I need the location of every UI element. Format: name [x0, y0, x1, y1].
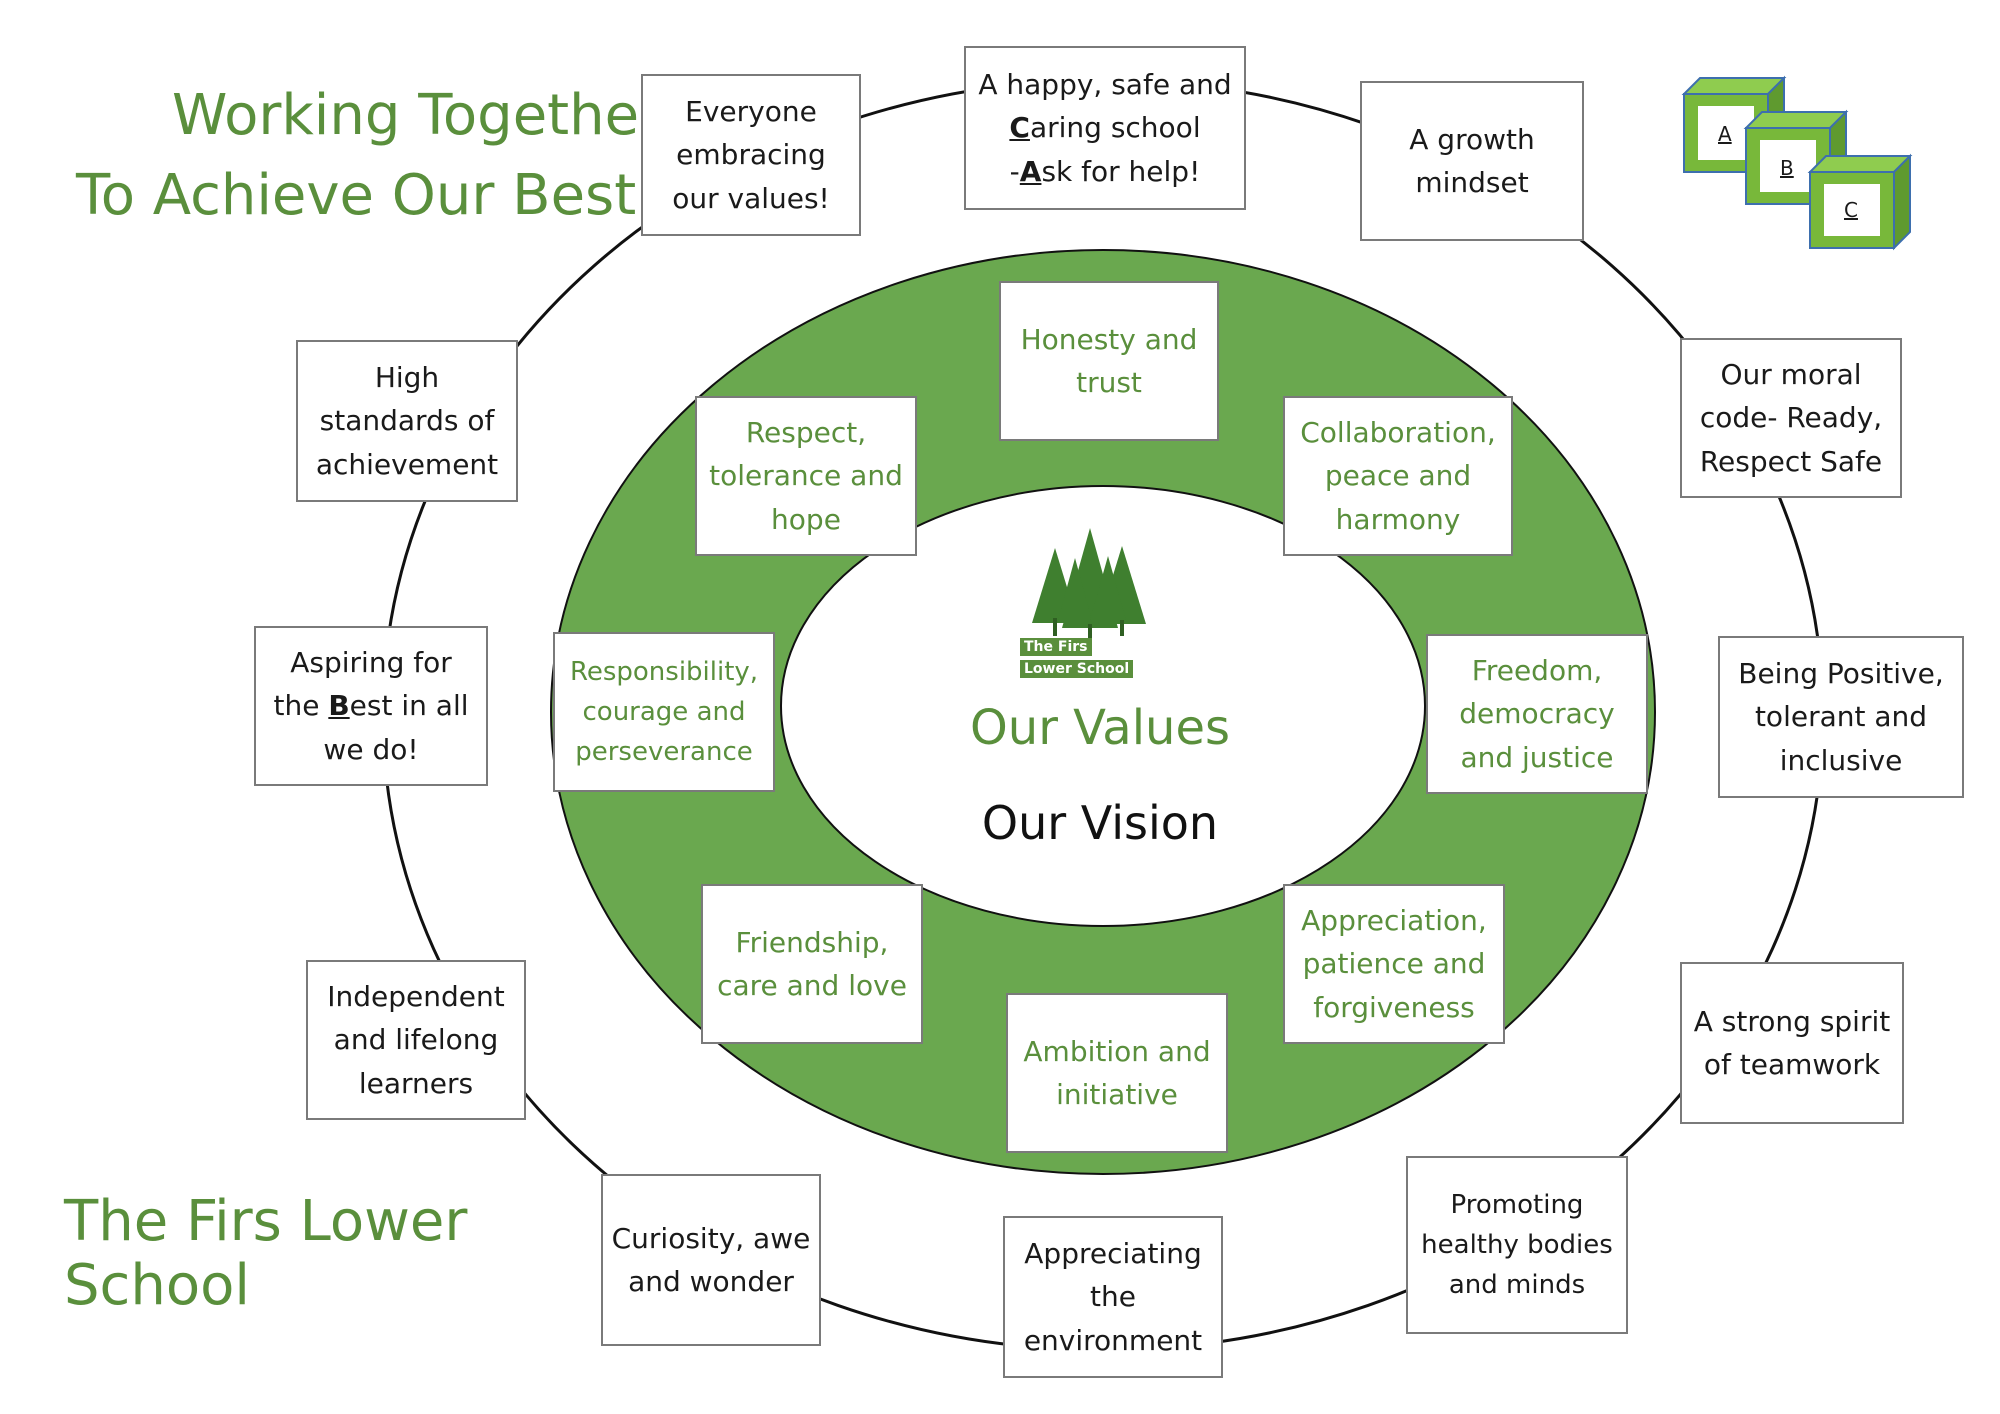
value-box-responsibility: Responsibility, courage and perseverance: [553, 632, 775, 792]
vision-text-moral-code: Our moral code- Ready, Respect Safe: [1699, 357, 1883, 478]
vision-box-environment: Appreciating the environment: [1003, 1216, 1223, 1378]
happy-line-3: sk for help!: [1041, 154, 1201, 188]
vision-box-everyone: Everyone embracing our values!: [641, 74, 861, 236]
vision-text-happy-safe: A happy, safe and Caring school -Ask for…: [978, 63, 1231, 193]
school-name: The Firs Lower School: [64, 1189, 468, 1319]
value-box-friendship: Friendship, care and love: [701, 884, 923, 1044]
centre-values-label: Our Values: [969, 700, 1230, 756]
happy-dash: -: [1009, 154, 1020, 188]
value-box-collaboration: Collaboration, peace and harmony: [1283, 396, 1513, 556]
trees-icon: [1032, 528, 1146, 638]
value-box-freedom: Freedom, democracy and justice: [1426, 634, 1648, 794]
value-text-collaboration: Collaboration, peace and harmony: [1300, 415, 1496, 536]
value-box-ambition: Ambition and initiative: [1006, 993, 1228, 1153]
abc-cubes-icon: [1681, 75, 1913, 251]
value-text-freedom: Freedom, democracy and justice: [1459, 653, 1615, 774]
value-text-responsibility: Responsibility, courage and perseverance: [569, 656, 759, 768]
vision-box-aspiring: Aspiring for the Best in all we do!: [254, 626, 488, 786]
value-text-respect: Respect, tolerance and hope: [709, 415, 903, 536]
vision-text-environment: Appreciating the environment: [1023, 1236, 1203, 1357]
inner-white-ellipse: [780, 485, 1426, 927]
headline-line-1: Working Together: [172, 83, 663, 148]
cube-label-b: B: [1780, 156, 1794, 180]
vision-text-curiosity: Curiosity, awe and wonder: [611, 1221, 811, 1298]
vision-box-teamwork: A strong spirit of teamwork: [1680, 962, 1904, 1124]
value-box-appreciation: Appreciation, patience and forgiveness: [1283, 884, 1505, 1044]
vision-box-positive: Being Positive, tolerant and inclusive: [1718, 636, 1964, 798]
value-text-ambition: Ambition and initiative: [1023, 1034, 1211, 1111]
vision-box-happy-safe: A happy, safe and Caring school -Ask for…: [964, 46, 1246, 210]
value-box-respect: Respect, tolerance and hope: [695, 396, 917, 556]
happy-line-2: aring school: [1029, 111, 1201, 145]
aspiring-part-2: est in all we do!: [323, 689, 469, 766]
cube-label-c: C: [1844, 198, 1858, 222]
centre-vision-label: Our Vision: [981, 796, 1219, 850]
vision-box-high-standards: High standards of achievement: [296, 340, 518, 502]
cube-c: [1807, 153, 1913, 251]
logo-text-line-2: Lower School: [1020, 660, 1134, 678]
vision-text-teamwork: A strong spirit of teamwork: [1693, 1004, 1891, 1081]
vision-text-independent: Independent and lifelong learners: [327, 979, 505, 1100]
happy-line-1: A happy, safe and: [978, 67, 1232, 101]
value-box-honesty: Honesty and trust: [999, 281, 1219, 441]
happy-letter-a: A: [1019, 154, 1042, 188]
vision-box-moral-code: Our moral code- Ready, Respect Safe: [1680, 338, 1902, 498]
value-text-appreciation: Appreciation, patience and forgiveness: [1301, 903, 1487, 1024]
logo-text-line-1: The Firs: [1020, 638, 1092, 656]
cube-label-a: A: [1718, 122, 1732, 146]
vision-box-curiosity: Curiosity, awe and wonder: [601, 1174, 821, 1346]
vision-text-positive: Being Positive, tolerant and inclusive: [1738, 656, 1944, 777]
value-text-honesty: Honesty and trust: [1020, 322, 1198, 399]
headline-line-2: To Achieve Our Best: [76, 163, 637, 228]
happy-letter-c: C: [1009, 111, 1030, 145]
aspiring-part-1: Aspiring for the: [273, 645, 452, 723]
vision-box-independent: Independent and lifelong learners: [306, 960, 526, 1120]
vision-text-aspiring: Aspiring for the Best in all we do!: [264, 641, 478, 771]
vision-box-healthy: Promoting healthy bodies and minds: [1406, 1156, 1628, 1334]
school-logo: The Firs Lower School: [1020, 528, 1160, 688]
vision-text-growth: A growth mindset: [1409, 122, 1535, 199]
vision-text-everyone: Everyone embracing our values!: [672, 94, 830, 215]
value-text-friendship: Friendship, care and love: [717, 925, 907, 1002]
vision-box-growth: A growth mindset: [1360, 81, 1584, 241]
aspiring-letter-b: B: [328, 689, 350, 723]
vision-text-healthy: Promoting healthy bodies and minds: [1421, 1189, 1613, 1301]
vision-text-high-standards: High standards of achievement: [315, 360, 499, 481]
